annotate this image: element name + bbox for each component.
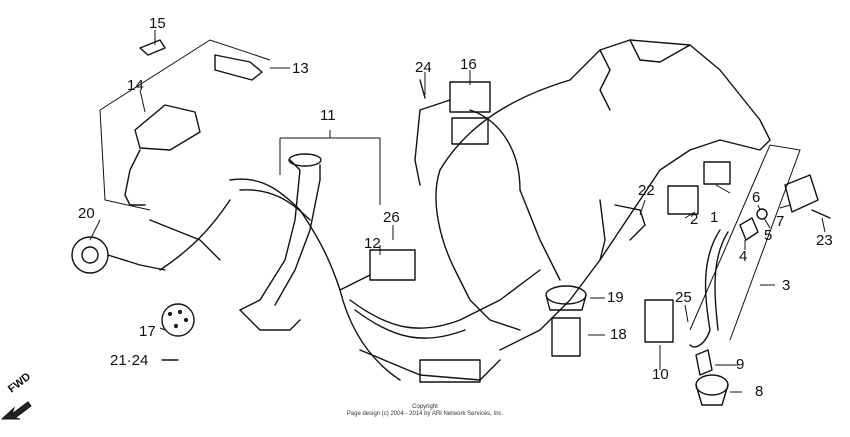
part-label-9: 9	[736, 356, 745, 373]
part-label-16: 16	[460, 56, 477, 73]
sub-harness	[161, 303, 195, 361]
part-label-13: 13	[292, 60, 309, 77]
part-label-22: 22	[638, 182, 655, 199]
part-label-18: 18	[610, 326, 627, 343]
horn	[71, 236, 166, 274]
cover-cap	[695, 349, 729, 406]
part-label-7: 7	[776, 213, 785, 230]
part-label-3: 3	[782, 277, 791, 294]
part-label-24: 24	[415, 59, 432, 76]
frame-body	[435, 39, 771, 351]
regulator	[339, 249, 416, 291]
battery-group	[545, 199, 674, 357]
part-label-23: 23	[816, 232, 833, 249]
part-label-19: 19	[607, 289, 624, 306]
part-label-14: 14	[127, 77, 144, 94]
copyright-line-1: Copyright	[412, 404, 438, 410]
part-label-20: 20	[78, 205, 95, 222]
fwd-arrow	[0, 401, 32, 420]
key-switch-group	[99, 39, 271, 211]
cdi-unit	[414, 79, 491, 186]
part-label-4: 4	[739, 248, 748, 265]
part-label-8: 8	[755, 383, 764, 400]
copyright-line-2: Page design (c) 2004 - 2014 by ARI Netwo…	[346, 411, 504, 417]
frame-tube	[239, 153, 501, 383]
part-label-6: 6	[752, 189, 761, 206]
part-label-17: 17	[139, 323, 156, 340]
part-label-21-24: 21·24	[110, 352, 149, 369]
part-label-2: 2	[690, 211, 699, 228]
part-label-26: 26	[383, 209, 400, 226]
part-label-1: 1	[710, 209, 719, 226]
part-label-12: 12	[364, 235, 381, 252]
starter-relay-group	[667, 144, 831, 348]
part-label-25: 25	[675, 289, 692, 306]
leader-lines	[89, 30, 826, 393]
part-label-11: 11	[320, 107, 336, 124]
part-label-10: 10	[652, 366, 669, 383]
part-label-15: 15	[149, 15, 166, 32]
part-label-5: 5	[764, 227, 773, 244]
main-harness	[149, 178, 541, 381]
